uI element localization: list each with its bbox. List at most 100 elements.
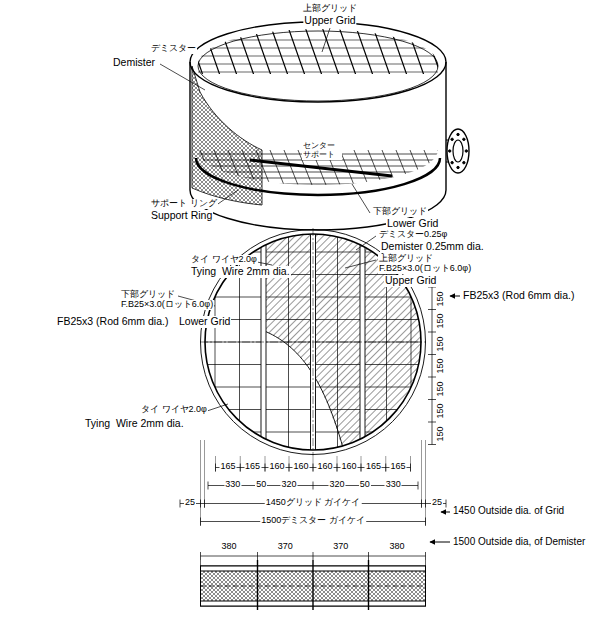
- upper-grid: [185, 24, 451, 104]
- part-label-jp: デミスター: [150, 44, 197, 54]
- dimension: 165: [244, 462, 261, 472]
- shell-top: [190, 22, 446, 102]
- grid-rod: [252, 140, 272, 190]
- grid-rod: [190, 40, 446, 41]
- dimension-tick: [425, 552, 426, 560]
- lower-grid: [182, 140, 454, 190]
- extension-line: [200, 440, 201, 526]
- leader-line: [207, 404, 228, 411]
- dimension-tick: [428, 422, 436, 423]
- bolt: [451, 161, 453, 163]
- part-label-jp: 下部グリッド: [120, 290, 176, 300]
- part-label-jp: 下部グリッド: [372, 207, 428, 217]
- extension-line: [265, 456, 266, 472]
- dimension-tick: [200, 552, 201, 560]
- leader-line: [356, 236, 376, 250]
- part-label: Lower Grid: [386, 218, 439, 230]
- extension-line: [215, 456, 216, 472]
- dimension-note: 1450 Outside dia. of Grid: [452, 505, 565, 516]
- dimension: 380: [220, 542, 237, 552]
- part-label: Tying Wire 2mm dia.: [190, 266, 291, 278]
- dimension: 150: [436, 357, 446, 374]
- extension-line: [313, 456, 314, 472]
- extension-line: [421, 440, 422, 508]
- grid-rod: [190, 64, 446, 65]
- dimension: 1450グリッド ガイケイ: [265, 498, 362, 508]
- dimension-tick: [446, 500, 447, 508]
- shell-side: [445, 62, 446, 190]
- dimension-tick: [313, 482, 314, 490]
- part-label: Support Ring: [150, 210, 213, 222]
- demister-pad: [192, 66, 262, 205]
- bolt: [457, 166, 459, 168]
- spec-label: FB25x3 (Rod 6mm dia.): [462, 290, 575, 302]
- dimension-tick: [418, 482, 419, 490]
- dimension: 25: [431, 498, 443, 508]
- part-label-jp: サポート リング: [150, 199, 218, 209]
- bolt: [463, 161, 465, 163]
- dimension-tick: [428, 309, 436, 310]
- dimension: 370: [277, 542, 294, 552]
- grid-rod: [190, 56, 446, 57]
- tie-rod: [368, 560, 369, 610]
- dimension: 1500デミスター ガイケイ: [260, 516, 366, 526]
- part-label-jp: 上部グリッド: [302, 4, 358, 14]
- tie-rod: [312, 560, 313, 610]
- bolt: [463, 138, 465, 140]
- demister-hatch: [262, 220, 440, 460]
- callout-arrow: [450, 296, 460, 297]
- dimension-tick: [428, 444, 436, 445]
- part-label: Demister: [112, 57, 156, 69]
- isometric-view: [182, 22, 469, 230]
- leader-line: [160, 64, 205, 90]
- dimension: 320: [328, 480, 345, 490]
- center-support: [250, 160, 392, 176]
- grid-rod: [190, 160, 446, 161]
- dimension-tick: [428, 399, 436, 400]
- leader-line: [345, 260, 376, 268]
- part-label-jp: センター サポート: [302, 142, 342, 160]
- grid-rod: [190, 178, 446, 179]
- center-line: [313, 228, 314, 456]
- tie-rod: [257, 560, 258, 610]
- grid-rod: [190, 48, 446, 49]
- dimension: 165: [219, 462, 236, 472]
- support-ring: [196, 158, 440, 195]
- part-label: Tying Wire 2mm dia.: [84, 418, 185, 430]
- dimension-tick: [368, 552, 369, 560]
- dimension: 150: [436, 402, 446, 419]
- spec-label: FB25x3 (Rod 6mm dia.): [56, 316, 169, 328]
- dimension: 160: [316, 462, 333, 472]
- part-label: Lower Grid: [178, 316, 231, 328]
- part-label-jp: タイ ワイヤ2.0φ: [190, 255, 258, 265]
- shell-bottom: [190, 190, 446, 230]
- grid-rod: [190, 72, 446, 73]
- flat-bar: [360, 225, 365, 465]
- part-label: Demister 0.25mm dia.: [380, 241, 485, 253]
- grid-rod: [364, 140, 384, 190]
- dimension-tick: [208, 482, 209, 490]
- extension-line: [410, 456, 411, 472]
- extension-line: [337, 456, 338, 472]
- dimension-line: [432, 287, 433, 445]
- dimension: 160: [340, 462, 357, 472]
- dimension: 50: [255, 480, 267, 490]
- dimension: 320: [280, 480, 297, 490]
- dimension-tick: [428, 354, 436, 355]
- grid-rod: [190, 172, 446, 173]
- part-label: Upper Grid: [303, 15, 356, 27]
- spec-label: F.B25×3.0(ロット6.0φ): [120, 300, 214, 310]
- dimension-tick: [180, 500, 181, 508]
- tie-rods: [201, 560, 426, 610]
- part-label-jp: タイ ワイヤ2.0φ: [140, 405, 208, 415]
- extension-line: [200, 560, 201, 566]
- bolt: [449, 150, 451, 152]
- bolt: [457, 133, 459, 135]
- extension-line: [204, 440, 205, 508]
- bolt: [451, 138, 453, 140]
- dimension: 165: [390, 462, 407, 472]
- dimension: 330: [224, 480, 241, 490]
- dimension-note: 1500 Outside dia, of Demister: [452, 536, 586, 547]
- grid-rod: [238, 140, 258, 190]
